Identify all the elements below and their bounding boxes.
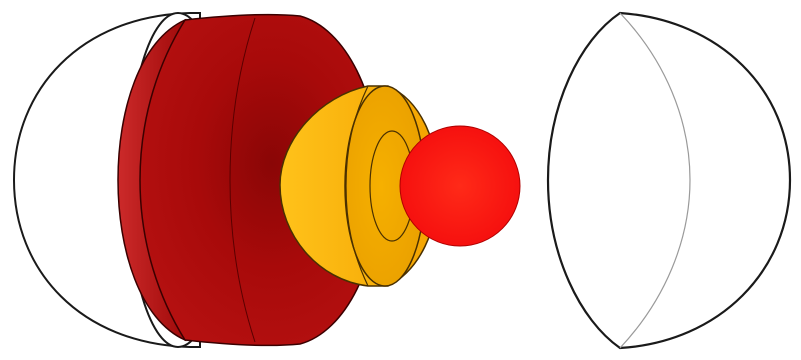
outer-shell-right-dome: [548, 13, 790, 348]
inner-core: [400, 126, 520, 246]
outer-shell-right: [548, 13, 790, 348]
inner-core-sphere: [400, 126, 520, 246]
